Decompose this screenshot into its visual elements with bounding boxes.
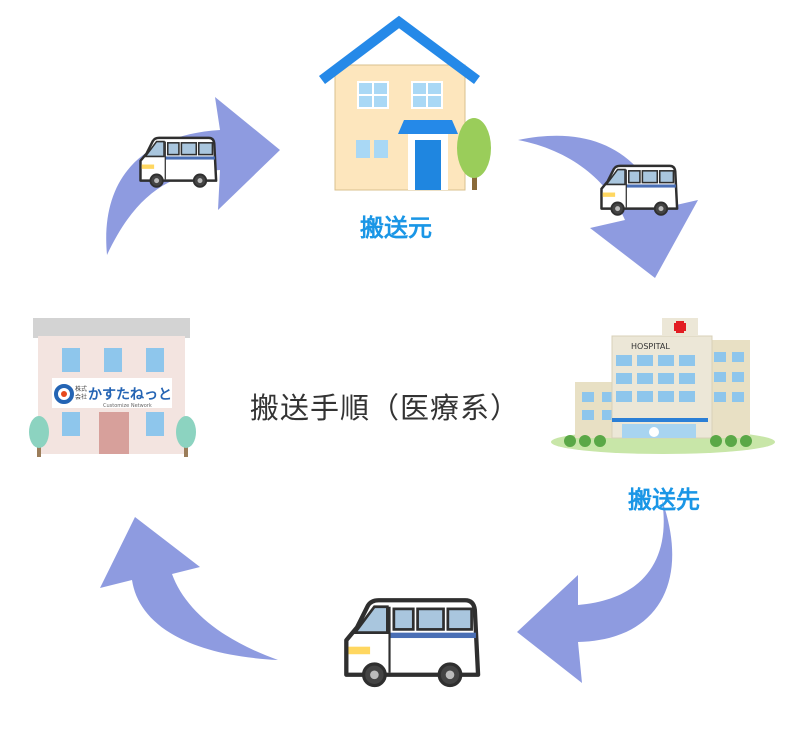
curved-arrow-icon — [517, 500, 673, 683]
van-icon — [600, 164, 679, 217]
van-icon — [346, 600, 478, 685]
logo-subtitle: Customize Network — [103, 403, 152, 409]
destination-label: 搬送先 — [628, 486, 700, 514]
curved-arrow-icon — [518, 135, 698, 278]
logo-kabushiki: 株式 — [75, 385, 87, 393]
curved-arrow-icon — [100, 517, 278, 660]
hospital-sign: HOSPITAL — [631, 342, 670, 351]
curved-arrow-icon — [106, 97, 280, 255]
van-icon — [139, 136, 218, 189]
company-building-icon: 株式 会社 かすたねっと Customize Network — [29, 318, 196, 457]
hospital-icon: HOSPITAL — [551, 318, 775, 454]
logo-name: かすたねっと — [88, 387, 172, 403]
house-icon — [318, 15, 491, 191]
diagram-title: 搬送手順（医療系） — [250, 391, 521, 425]
origin-label: 搬送元 — [360, 214, 432, 242]
logo-kaisha: 会社 — [75, 393, 87, 401]
